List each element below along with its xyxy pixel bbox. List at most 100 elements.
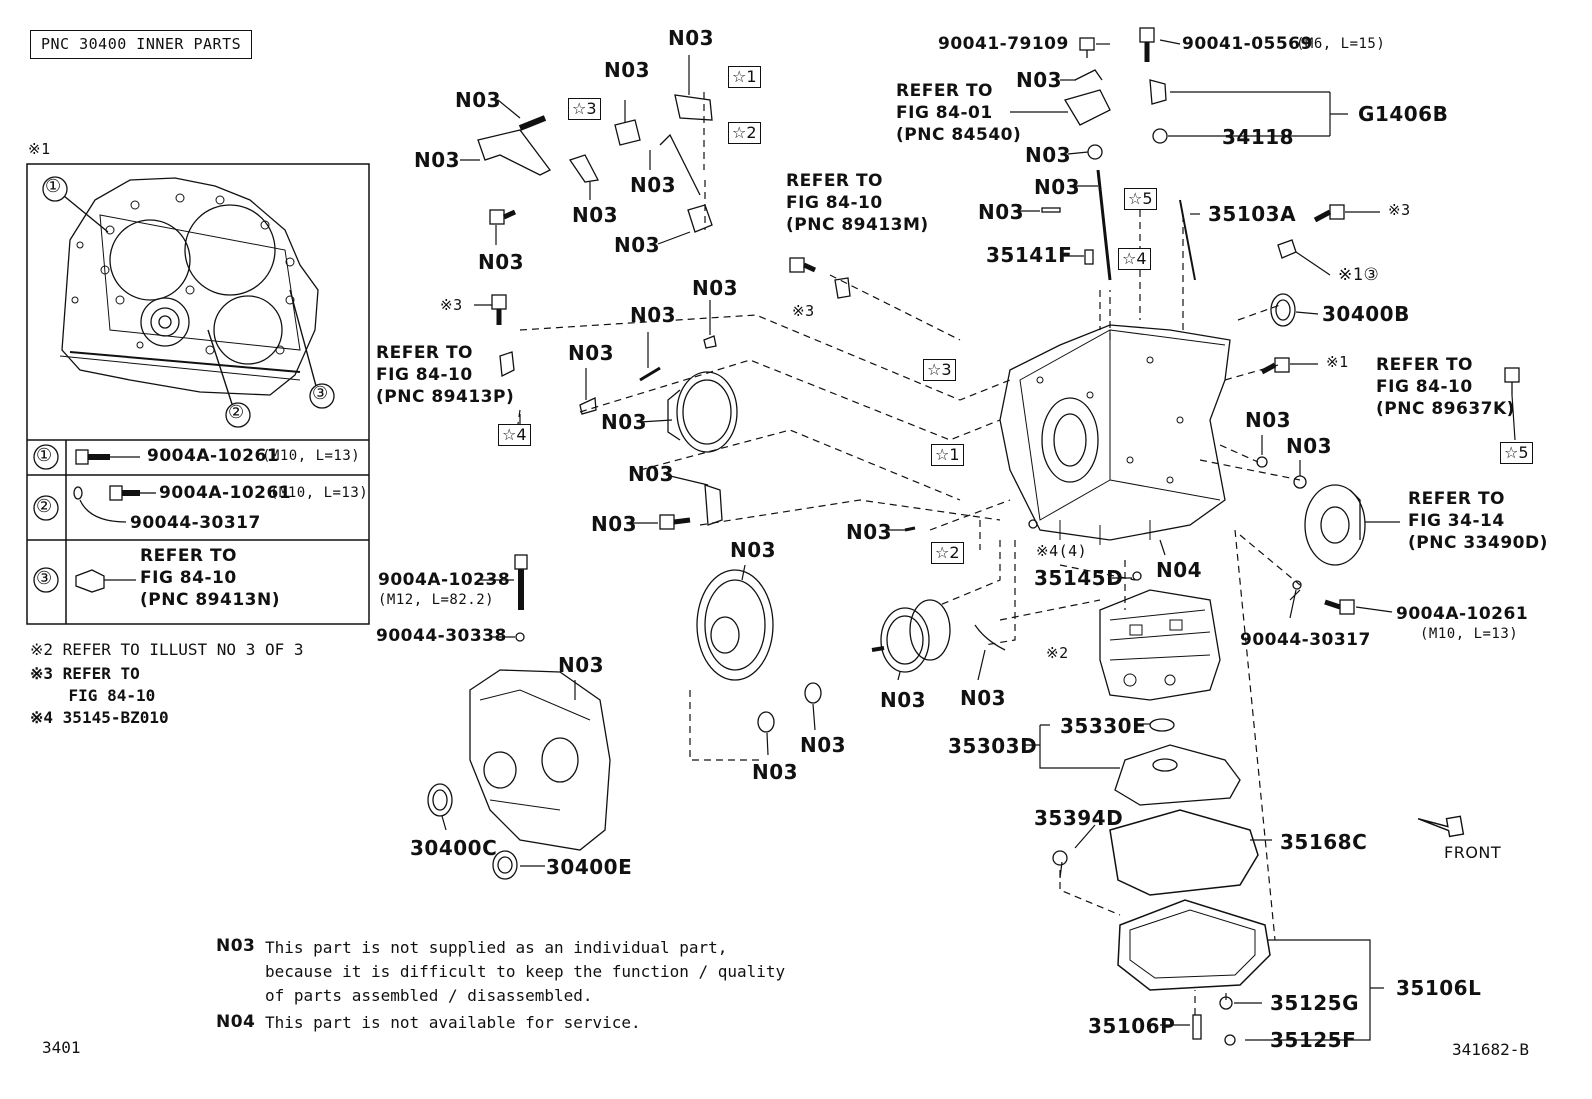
label-35125f: 35125F: [1270, 1028, 1357, 1052]
side-note-2: ※3 REFER TO: [30, 664, 140, 683]
front-label: FRONT: [1444, 843, 1502, 862]
star-marker-2: ☆2: [728, 122, 761, 144]
inset-row1-num: ①: [36, 445, 53, 466]
star-marker-3: ☆3: [923, 359, 956, 381]
inset-callout-2: ②: [228, 402, 245, 423]
refer-to-label: REFER TO: [376, 343, 473, 363]
label-n03: N03: [558, 653, 605, 677]
diagram-title: PNC 30400 INNER PARTS: [30, 30, 253, 59]
pnc-89637k-label: (PNC 89637K): [1376, 399, 1515, 419]
label-35106p: 35106P: [1088, 1014, 1176, 1038]
side-note-4: ※4 35145-BZ010: [30, 708, 169, 727]
inset-mark: ※1: [28, 140, 51, 158]
legend-n04-line1: This part is not available for service.: [265, 1013, 641, 1032]
label-n03: N03: [455, 88, 502, 112]
inset-row1-part: 9004A-10261: [147, 446, 280, 466]
label-n03: N03: [601, 410, 648, 434]
label-n03: N03: [978, 200, 1025, 224]
label-n03: N03: [568, 341, 615, 365]
side-note-1: ※2 REFER TO ILLUST NO 3 OF 3: [30, 640, 304, 659]
transaxle-case: [999, 324, 1231, 545]
fig-34-14-label: FIG 34-14: [1408, 511, 1505, 531]
inset-row2-spec: (M10, L=13): [270, 485, 369, 501]
star-marker-4: ☆4: [498, 424, 531, 446]
label-35141f: 35141F: [986, 243, 1073, 267]
label-30400c: 30400C: [410, 836, 498, 860]
inset-row3-ref1: REFER TO: [140, 546, 237, 566]
label-n03: N03: [1034, 175, 1081, 199]
star-marker-2: ☆2: [931, 542, 964, 564]
pnc-84540-label: (PNC 84540): [896, 125, 1022, 145]
oil-strainer: [1114, 718, 1241, 806]
star-marker-4: ☆4: [1118, 248, 1151, 270]
label-x3: ※3: [792, 302, 815, 320]
label-x3: ※3: [1388, 201, 1411, 219]
page-number: 3401: [42, 1038, 81, 1057]
label-9004a-10238-spec: (M12, L=82.2): [378, 592, 495, 608]
label-n03: N03: [1245, 408, 1292, 432]
label-n04: N04: [1156, 558, 1203, 582]
label-x1-3: ※1③: [1338, 265, 1380, 285]
label-n03: N03: [604, 58, 651, 82]
pnc-89413p-label: (PNC 89413P): [376, 387, 515, 407]
label-90041-79109: 90041-79109: [938, 34, 1069, 54]
inset-row2-num: ②: [36, 496, 53, 517]
inset-row2-sub: 90044-30317: [130, 513, 261, 533]
label-90044-30338: 90044-30338: [376, 626, 507, 646]
legend-n03-line2: because it is difficult to keep the func…: [265, 962, 786, 981]
label-n03: N03: [628, 462, 675, 486]
valve-body: [1099, 589, 1221, 701]
label-n03: N03: [414, 148, 461, 172]
label-35330e: 35330E: [1060, 714, 1147, 738]
legend-n03-line3: of parts assembled / disassembled.: [265, 986, 593, 1005]
label-n03: N03: [614, 233, 661, 257]
star-marker-1: ☆1: [931, 444, 964, 466]
inset-row2-part: 9004A-10261: [159, 483, 292, 503]
label-x1: ※1: [1326, 353, 1349, 371]
label-n03: N03: [572, 203, 619, 227]
oil-pan-gasket: [1109, 809, 1259, 896]
label-35145d: 35145D: [1034, 566, 1124, 590]
label-35303d: 35303D: [948, 734, 1038, 758]
legend-n04-code: N04: [216, 1012, 256, 1032]
pnc-33490d-label: (PNC 33490D): [1408, 533, 1548, 553]
label-35106l: 35106L: [1396, 976, 1482, 1000]
star-marker-1: ☆1: [728, 66, 761, 88]
label-x2: ※2: [1046, 644, 1069, 662]
label-n03: N03: [478, 250, 525, 274]
label-n03: N03: [752, 760, 799, 784]
label-x3: ※3: [440, 296, 463, 314]
label-n03: N03: [800, 733, 847, 757]
label-35168c: 35168C: [1280, 830, 1368, 854]
star-marker-3: ☆3: [568, 98, 601, 120]
inset-callout-3: ③: [312, 383, 329, 404]
label-9004a-10261-spec: (M10, L=13): [1420, 626, 1519, 642]
inset-row3-ref2: FIG 84-10: [140, 568, 237, 588]
pump-cover: [1304, 484, 1366, 566]
label-n03: N03: [591, 512, 638, 536]
label-90041-05569-spec: (M6, L=15): [1296, 36, 1386, 52]
label-35125g: 35125G: [1270, 991, 1359, 1015]
label-n03: N03: [630, 173, 677, 197]
fig-84-10-label: FIG 84-10: [1376, 377, 1473, 397]
pnc-89413m-label: (PNC 89413M): [786, 215, 929, 235]
label-n03: N03: [846, 520, 893, 544]
label-35394d: 35394D: [1034, 806, 1124, 830]
refer-to-label: REFER TO: [1376, 355, 1473, 375]
gear-assemblies: [667, 371, 951, 681]
label-35103a: 35103A: [1208, 202, 1297, 226]
label-n03: N03: [1016, 68, 1063, 92]
inset-frame: [26, 163, 370, 625]
label-34118: 34118: [1222, 125, 1295, 149]
label-n03: N03: [630, 303, 677, 327]
fig-84-01-label: FIG 84-01: [896, 103, 993, 123]
legend-n03-line1: This part is not supplied as an individu…: [265, 938, 728, 957]
label-n03: N03: [730, 538, 777, 562]
label-9004a-10238: 9004A-10238: [378, 570, 511, 590]
label-x4-4: ※4(4): [1036, 542, 1088, 560]
star-marker-5: ☆5: [1124, 188, 1157, 210]
label-90041-05569: 90041-05569: [1182, 34, 1313, 54]
label-g1406b: G1406B: [1358, 102, 1449, 126]
label-n03: N03: [1025, 143, 1072, 167]
